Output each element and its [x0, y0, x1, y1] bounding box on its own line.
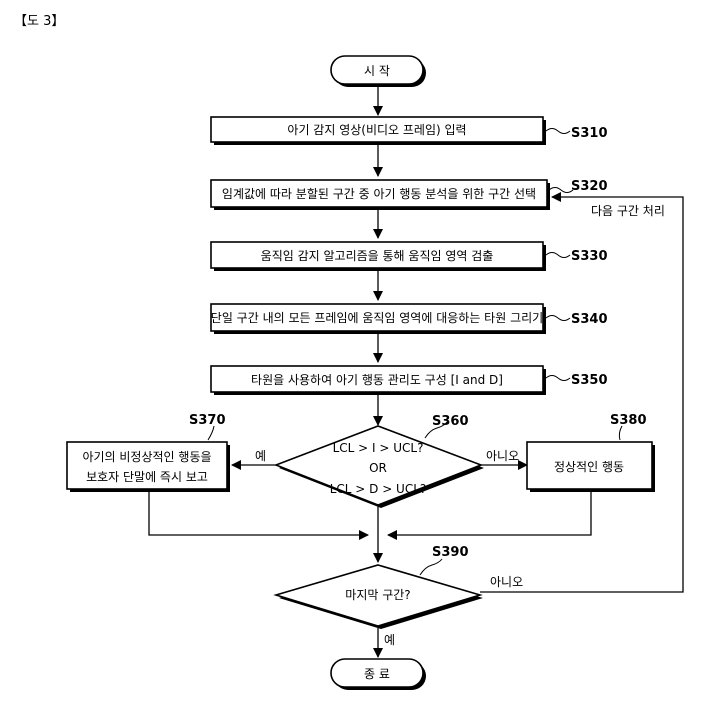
loop-label: 다음 구간 처리: [591, 204, 665, 218]
s350-id: S350: [571, 373, 608, 388]
s370-id: S370: [189, 413, 226, 428]
s360-no-label: 아니오: [486, 449, 519, 463]
s320-text: 임계값에 따라 분할된 구간 중 아기 행동 분석을 위한 구간 선택: [222, 186, 536, 201]
s390-text: 마지막 구간?: [345, 588, 410, 602]
s380-leader: [618, 425, 623, 441]
s310-leader: [545, 128, 571, 134]
s340-leader: [545, 315, 571, 321]
s310-id: S310: [571, 126, 608, 141]
s390-yes-label: 예: [384, 633, 395, 647]
s390-id: S390: [432, 545, 469, 560]
s360-id: S360: [432, 414, 469, 429]
s380-text: 정상적인 행동: [554, 459, 624, 474]
s360-line1: LCL > I > UCL?: [333, 441, 424, 455]
s340-id: S340: [571, 312, 608, 327]
s350-text: 타원을 사용하여 아기 행동 관리도 구성 [I and D]: [251, 372, 503, 387]
process-s330: 움직임 감지 알고리즘을 통해 움직임 영역 검출: [210, 241, 546, 271]
decision-s390: 마지막 구간?: [273, 564, 483, 629]
s360-line2: OR: [369, 461, 387, 475]
process-s340: 단일 구간 내의 모든 프레임에 움직임 영역에 대응하는 타원 그리기: [210, 303, 546, 334]
figure-label: 【도 3】: [14, 14, 65, 29]
s360-line3: LCL > D > UCL?: [330, 482, 427, 496]
s370-leader: [207, 425, 215, 441]
end-terminal: 종 료: [330, 658, 426, 690]
s380-id: S380: [610, 413, 647, 428]
s320-leader: [548, 187, 574, 193]
s350-leader: [545, 375, 571, 381]
process-s320: 임계값에 따라 분할된 구간 중 아기 행동 분석을 위한 구간 선택: [210, 179, 550, 210]
s360-yes-label: 예: [255, 449, 266, 463]
process-s350: 타원을 사용하여 아기 행동 관리도 구성 [I and D]: [210, 365, 546, 395]
decision-s360: LCL > I > UCL? OR LCL > D > UCL?: [273, 425, 484, 508]
end-label: 종 료: [364, 667, 390, 681]
s390-leader: [419, 558, 443, 576]
process-s370: 아기의 비정상적인 행동을 보호자 단말에 즉시 보고: [66, 441, 230, 492]
s330-text: 움직임 감지 알고리즘을 통해 움직임 영역 검출: [261, 249, 494, 263]
connectors: [148, 87, 684, 658]
s370-line1: 아기의 비정상적인 행동을: [82, 449, 211, 464]
s360-leader: [424, 421, 448, 439]
s330-leader: [545, 252, 571, 258]
s340-text: 단일 구간 내의 모든 프레임에 움직임 영역에 대응하는 타원 그리기: [211, 311, 543, 325]
s330-id: S330: [571, 249, 608, 264]
start-label: 시 작: [364, 64, 390, 78]
start-terminal: 시 작: [330, 55, 426, 87]
process-s380: 정상적인 행동: [526, 441, 655, 492]
s390-no-label: 아니오: [490, 575, 523, 589]
s370-line2: 보호자 단말에 즉시 보고: [86, 470, 208, 484]
s310-text: 아기 감지 영상(비디오 프레임) 입력: [287, 123, 466, 137]
s320-id: S320: [571, 179, 608, 194]
process-s310: 아기 감지 영상(비디오 프레임) 입력: [210, 116, 546, 145]
